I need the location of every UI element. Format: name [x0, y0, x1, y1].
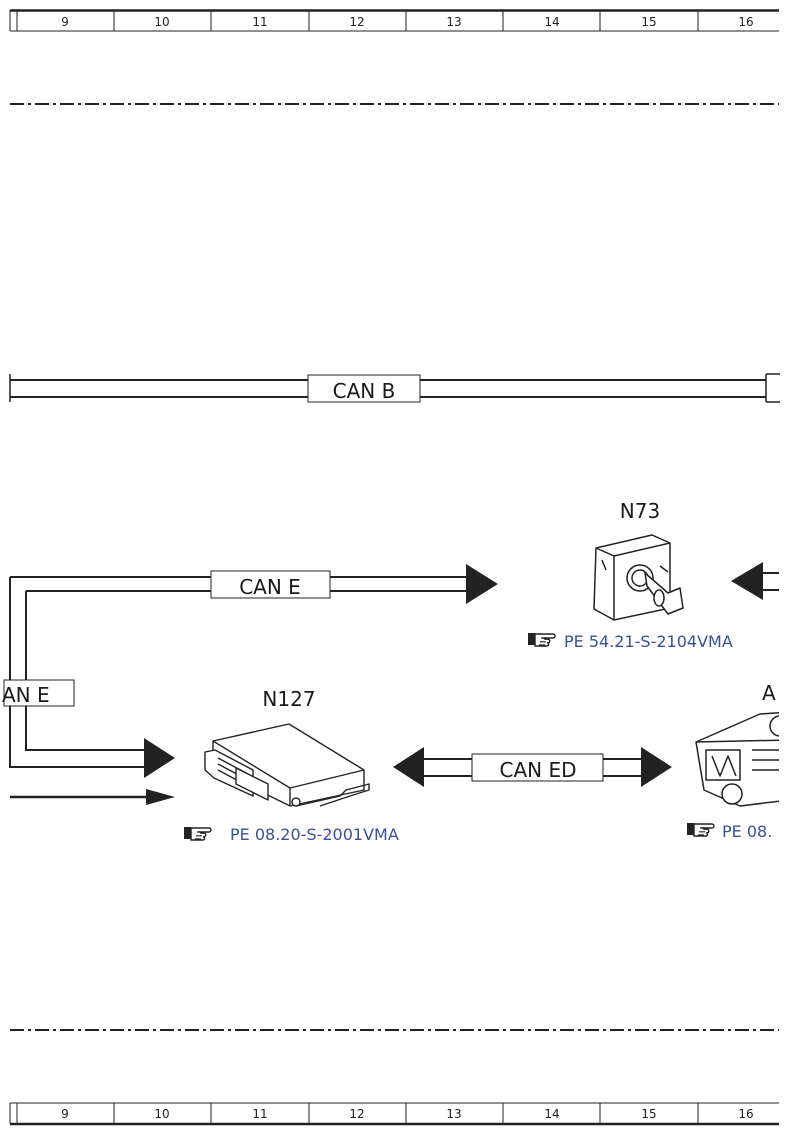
bottom-ruler-col-10: 10 [154, 1107, 169, 1121]
bottom-ruler: 9 10 11 12 13 14 15 16 [9, 1102, 779, 1126]
can-e-bus: CAN E AN E [2, 564, 498, 778]
ruler-col-12: 12 [349, 15, 364, 29]
can-ed-label: CAN ED [499, 758, 576, 782]
bottom-ruler-col-12: 12 [349, 1107, 364, 1121]
ruler-col-11: 11 [252, 15, 267, 29]
bottom-ruler-col-13: 13 [446, 1107, 461, 1121]
n73-ref-pointer-icon[interactable] [527, 632, 556, 647]
can-e-left-label: AN E [2, 683, 50, 707]
bottom-ruler-col-15: 15 [641, 1107, 656, 1121]
n73-right-link [731, 562, 779, 600]
n127-ref-pointer-icon[interactable] [183, 826, 212, 841]
component-n73: N73 PE 54.21-S-2104VMA [527, 499, 733, 651]
n127-ref-link[interactable]: PE 08.20-S-2001VMA [230, 825, 399, 844]
bottom-ruler-col-14: 14 [544, 1107, 559, 1121]
n73-label: N73 [620, 499, 660, 523]
signal-line-n127 [10, 789, 175, 805]
ruler-col-13: 13 [446, 15, 461, 29]
can-e-upper-label: CAN E [239, 575, 301, 599]
ruler-col-16: 16 [738, 15, 753, 29]
n127-label: N127 [262, 687, 315, 711]
top-ruler: 9 10 11 12 13 14 15 16 [9, 9, 779, 32]
ignition-switch-icon [593, 534, 684, 621]
ruler-col-10: 10 [154, 15, 169, 29]
component-a-partial: A PE 08. [686, 681, 779, 841]
n73-ref-link[interactable]: PE 54.21-S-2104VMA [564, 632, 733, 651]
ruler-col-14: 14 [544, 15, 559, 29]
a-ref-link[interactable]: PE 08. [722, 822, 772, 841]
can-b-bus: CAN B [9, 373, 780, 403]
bottom-ruler-col-16: 16 [738, 1107, 753, 1121]
a-ref-pointer-icon[interactable] [686, 822, 715, 837]
bottom-ruler-col-11: 11 [252, 1107, 267, 1121]
control-unit-icon [204, 723, 370, 807]
ruler-col-15: 15 [641, 15, 656, 29]
ruler-col-9: 9 [61, 15, 69, 29]
bottom-ruler-col-9: 9 [61, 1107, 69, 1121]
component-n127: N127 PE 08.20-S-2001VMA [183, 687, 399, 844]
actuator-module-icon [695, 711, 779, 807]
a-partial-label: A [762, 681, 776, 705]
can-ed-bus: CAN ED [393, 747, 672, 787]
can-b-label: CAN B [333, 379, 396, 403]
